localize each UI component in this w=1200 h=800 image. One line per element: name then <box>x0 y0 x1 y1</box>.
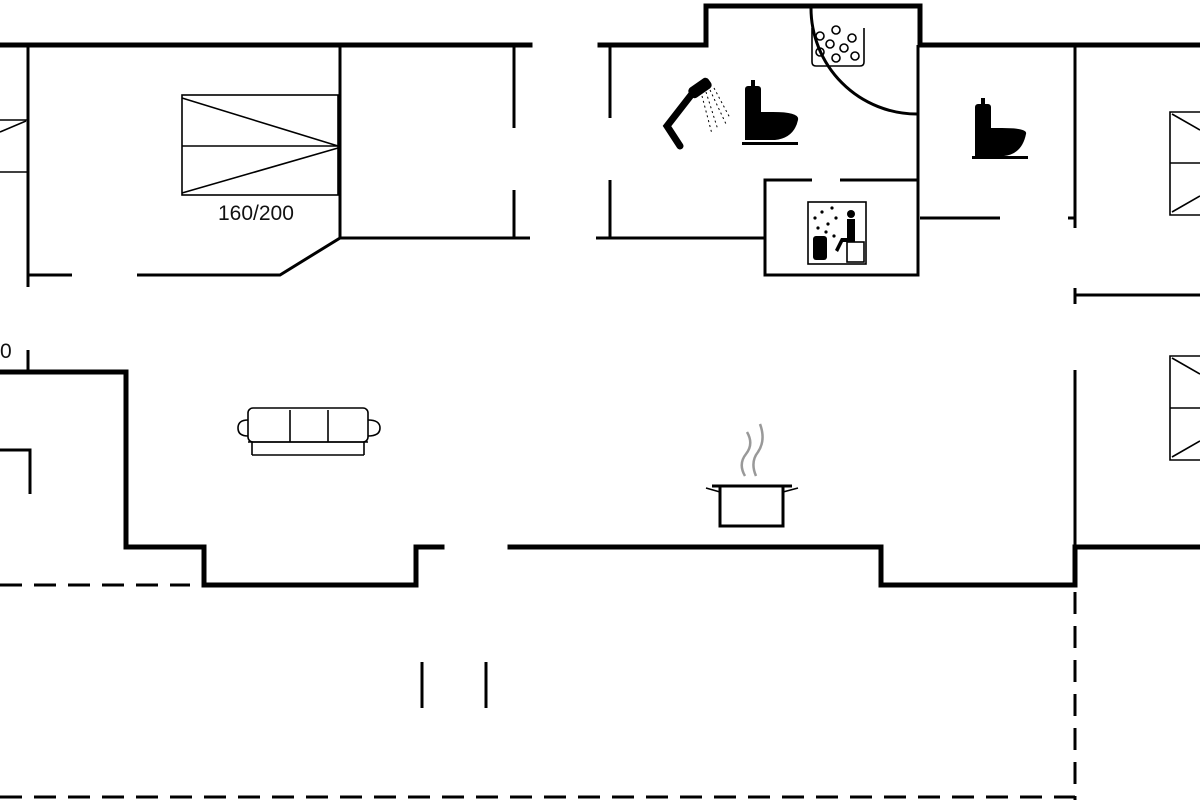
single-bed-icon <box>1169 111 1200 216</box>
sauna-icon <box>807 201 867 265</box>
toilet-icon <box>972 98 1028 159</box>
exterior-walls <box>0 3 1200 588</box>
whirlpool-bath-icon <box>811 25 865 67</box>
sofa-icon <box>237 407 381 456</box>
bed-size-label: 160/200 <box>218 202 294 225</box>
door-swing <box>809 7 918 116</box>
edge-label: 0 <box>0 340 12 363</box>
shower-icon <box>662 77 731 150</box>
single-bed-icon <box>1169 355 1200 461</box>
cooking-pot-icon <box>705 423 799 528</box>
dashed-terrace-lines <box>0 583 1077 800</box>
double-bed-icon <box>181 94 339 196</box>
single-bed-icon <box>0 119 28 173</box>
interior-walls <box>0 7 1200 708</box>
toilet-icon <box>742 80 799 145</box>
